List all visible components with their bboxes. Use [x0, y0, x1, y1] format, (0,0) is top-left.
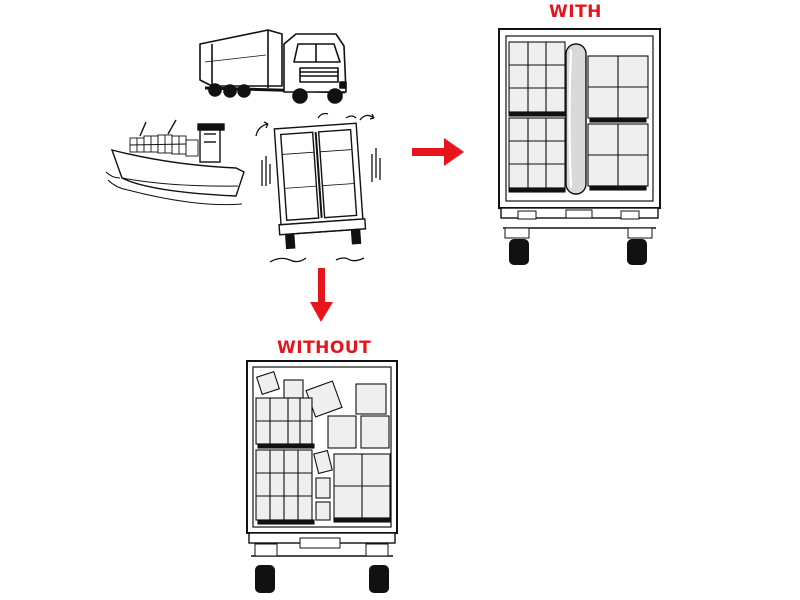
trailer-with-airbag	[498, 28, 661, 265]
with-label: WITH	[549, 2, 602, 22]
articulated-truck-icon	[199, 29, 347, 104]
without-label: WITHOUT	[277, 338, 372, 358]
cargo-stack-left	[508, 41, 566, 193]
arrow-right-icon	[412, 138, 464, 166]
cargo-stack-right	[587, 55, 649, 191]
dunnage-airbag	[565, 43, 587, 195]
swaying-trailer-icon	[255, 112, 381, 263]
trailer-without-airbag	[246, 360, 398, 593]
cargo-ship-icon	[105, 119, 245, 206]
shifted-cargo	[255, 370, 391, 525]
arrow-down-icon	[310, 268, 333, 322]
